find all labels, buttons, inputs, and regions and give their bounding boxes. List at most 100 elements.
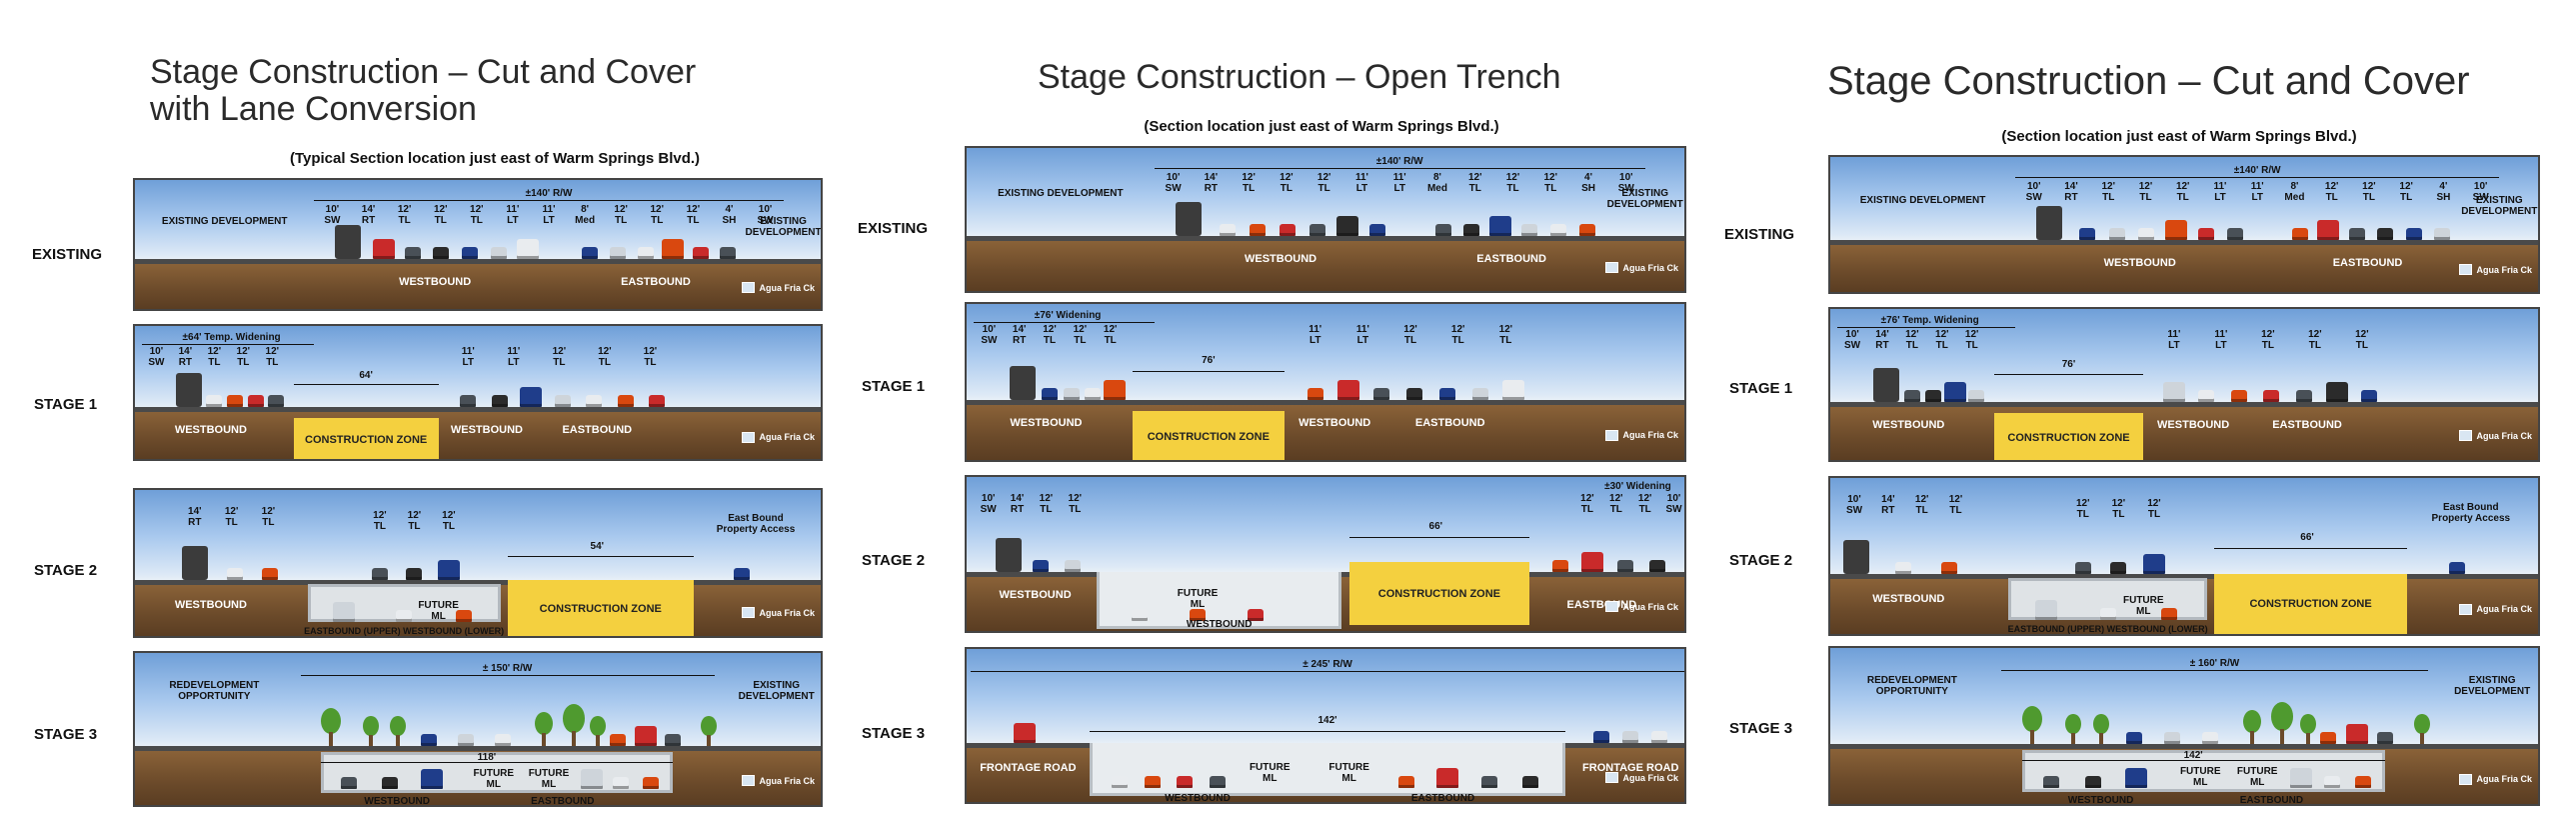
lane-dimension: 12'TL xyxy=(1434,324,1482,346)
ground xyxy=(967,241,1684,291)
vehicle xyxy=(2263,390,2280,402)
vehicle xyxy=(617,395,634,407)
legend-label: Agua Fria Ck xyxy=(1622,601,1678,612)
vehicle xyxy=(2434,228,2451,240)
tree-icon xyxy=(2242,709,2261,744)
vehicle xyxy=(1132,609,1149,621)
lane-width: 11' xyxy=(1392,172,1406,183)
lane-type: TL xyxy=(1069,504,1082,515)
stage-label: STAGE 2 xyxy=(862,552,926,569)
lane-type: SW xyxy=(1165,183,1182,194)
lane-type: LT xyxy=(462,357,474,368)
legend-label: Agua Fria Ck xyxy=(1622,772,1678,783)
roadway xyxy=(135,407,821,412)
lane-dimension: 4'SH xyxy=(711,204,747,226)
lane-width: 12' xyxy=(2138,181,2153,192)
lane-dimension: 12'TL xyxy=(229,346,258,368)
lane-dimension: 12'TL xyxy=(2313,181,2350,203)
rw-dimension: ± 150' R/W xyxy=(482,663,533,674)
lane-type: SW xyxy=(981,335,998,346)
vehicle xyxy=(1480,776,1497,788)
lane-type: TL xyxy=(553,357,566,368)
vehicle xyxy=(1894,562,1911,574)
rw-dimension-line xyxy=(2000,670,2429,671)
lane-type: SW xyxy=(757,215,774,226)
eastbound-label: EASTBOUND xyxy=(562,424,633,436)
lane-type: RT xyxy=(1013,335,1027,346)
tunnel-dimension-line xyxy=(2022,760,2386,761)
vehicle xyxy=(1550,224,1567,236)
westbound-label-2: WESTBOUND xyxy=(2157,419,2230,431)
right-development: EXISTING DEVELOPMENT xyxy=(2454,675,2531,698)
westbound-label: WESTBOUND xyxy=(1872,593,1945,605)
vehicle xyxy=(1551,560,1568,572)
vehicle xyxy=(2197,228,2214,240)
lane-type: LT xyxy=(1355,183,1368,194)
roadway xyxy=(135,580,821,585)
tree-icon xyxy=(2064,713,2081,744)
lane-dimension: 11'LT xyxy=(491,346,537,368)
stage-label: STAGE 3 xyxy=(862,725,926,742)
lane-width: 4' xyxy=(725,204,734,215)
lane-type: Med xyxy=(575,215,596,226)
vehicle xyxy=(1903,390,1920,402)
lane-type: TL xyxy=(442,521,456,532)
lane-dimension: 12'TL xyxy=(675,204,711,226)
zone-dimension-line xyxy=(1133,371,1285,373)
widening-dimension: ±64' Temp. Widening xyxy=(182,332,281,343)
construction-zone: CONSTRUCTION ZONE xyxy=(2214,574,2407,634)
lane-dimension: 12'TL xyxy=(1386,324,1434,346)
lane-type: LT xyxy=(1308,335,1321,346)
westbound-label: WESTBOUND xyxy=(1165,793,1231,804)
lane-type: LT xyxy=(2168,340,2180,351)
lane-width: 12' xyxy=(2147,498,2161,509)
lane-dimension: 12'TL xyxy=(1061,493,1090,515)
widening-dimension: ±76' Temp. Widening xyxy=(1880,315,1979,326)
future-ml-2: FUTURE ML xyxy=(2236,766,2278,789)
vehicle xyxy=(340,777,357,789)
lane-dimension: 10'SW xyxy=(748,204,784,226)
lane-width: 11' xyxy=(1308,324,1322,335)
lane-dimension: 14'RT xyxy=(1005,324,1035,346)
construction-zone: CONSTRUCTION ZONE xyxy=(1348,562,1530,626)
panel-title-line2: with Lane Conversion xyxy=(150,90,477,128)
vehicle xyxy=(2074,562,2091,574)
vehicle xyxy=(2099,608,2116,620)
lane-width: 12' xyxy=(1914,494,1929,505)
lane-dimension: 11'LT xyxy=(1291,324,1339,346)
tunnel-width: 142' xyxy=(2183,750,2203,761)
vehicle xyxy=(1372,388,1389,400)
lane-dimension: 12'TL xyxy=(1268,172,1305,194)
lane-dimension: 14'RT xyxy=(2052,181,2089,203)
tree-icon xyxy=(362,715,379,746)
lane-type: SW xyxy=(980,504,997,515)
lane-width: 14' xyxy=(1875,329,1889,340)
vehicle xyxy=(420,769,443,789)
vehicle xyxy=(460,395,477,407)
future-ml-1: FUTURE ML xyxy=(2179,766,2221,789)
rw-dimension: ±140' R/W xyxy=(2233,165,2281,176)
lane-dimension: 12'TL xyxy=(213,506,250,528)
lane-type: TL xyxy=(1580,504,1594,515)
lane-dimension: 10'SW xyxy=(1659,493,1684,515)
lane-dimension: 12'TL xyxy=(1305,172,1343,194)
lane-dimension: 10'SW xyxy=(2015,181,2052,203)
lane-width: 10' xyxy=(2473,181,2488,192)
panel-subtitle: (Section location just east of Warm Spri… xyxy=(1144,118,1499,135)
lane-width: 12' xyxy=(1505,172,1520,183)
bus xyxy=(176,373,203,407)
vehicle xyxy=(2108,228,2125,240)
lane-width: 10' xyxy=(758,204,773,215)
vehicle xyxy=(2042,776,2059,788)
vehicle xyxy=(495,734,511,746)
vehicle xyxy=(2354,776,2371,788)
tree-icon xyxy=(2093,713,2110,744)
vehicle xyxy=(580,769,603,789)
lane-width: 10' xyxy=(1666,493,1681,504)
vehicle xyxy=(2034,600,2057,620)
